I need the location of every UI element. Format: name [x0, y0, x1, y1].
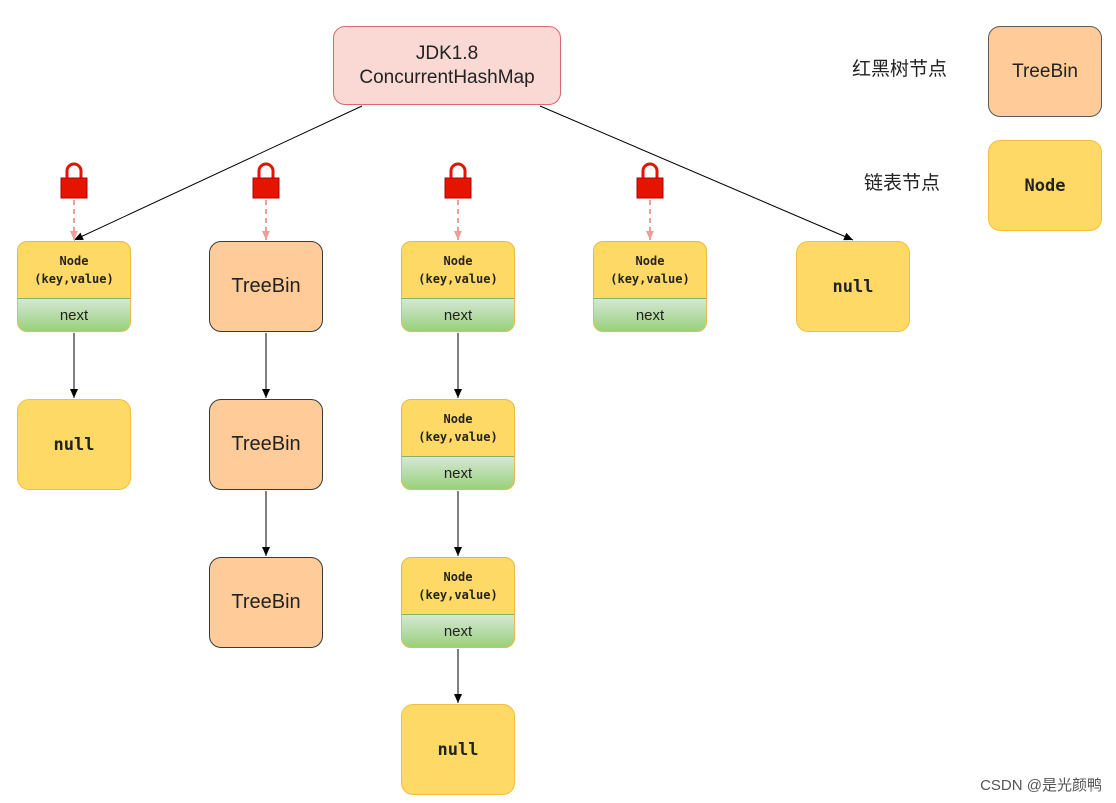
node-fields: (key,value): [34, 272, 114, 286]
edge-root-to-bucket-5: [539, 105, 854, 241]
node-fields: (key,value): [418, 588, 498, 602]
node-title: Node: [443, 570, 473, 584]
node-bucket-3-first: Node (key,value) next: [401, 241, 515, 332]
null-bucket-5: null: [796, 241, 910, 332]
node-fields: (key,value): [610, 272, 690, 286]
treebin-bucket-2-tail: TreeBin: [209, 557, 323, 648]
legend-node-label: 链表节点: [864, 173, 941, 194]
node-title: Node: [635, 254, 665, 268]
legend-node-box: Node: [988, 140, 1102, 231]
node-next-pointer: next: [594, 298, 706, 331]
node-header: Node (key,value): [402, 558, 514, 614]
node-header: Node (key,value): [402, 400, 514, 456]
root-title-line-1: JDK1.8: [415, 42, 479, 64]
null-bucket-1: null: [17, 399, 131, 490]
treebin-bucket-2-middle: TreeBin: [209, 399, 323, 490]
node-title: Node: [443, 254, 473, 268]
node-title: Node: [443, 412, 473, 426]
node-next-pointer: next: [402, 456, 514, 489]
legend-treebin-box: TreeBin: [988, 26, 1102, 117]
null-bucket-3: null: [401, 704, 515, 795]
node-next-pointer: next: [18, 298, 130, 331]
lock-icon: [60, 162, 88, 199]
lock-icon: [636, 162, 664, 199]
node-next-pointer: next: [402, 298, 514, 331]
node-header: Node (key,value): [402, 242, 514, 298]
watermark: CSDN @是光颜鸭: [980, 777, 1102, 794]
node-header: Node (key,value): [18, 242, 130, 298]
node-bucket-3-second: Node (key,value) next: [401, 399, 515, 490]
node-next-pointer: next: [402, 614, 514, 647]
root-concurrenthashmap: JDK1.8 ConcurrentHashMap: [333, 26, 561, 105]
node-bucket-3-third: Node (key,value) next: [401, 557, 515, 648]
lock-icon: [252, 162, 280, 199]
treebin-bucket-2-head: TreeBin: [209, 241, 323, 332]
node-fields: (key,value): [418, 430, 498, 444]
node-title: Node: [59, 254, 89, 268]
legend-treebin-label: 红黑树节点: [852, 59, 948, 80]
node-fields: (key,value): [418, 272, 498, 286]
node-bucket-1: Node (key,value) next: [17, 241, 131, 332]
node-bucket-4: Node (key,value) next: [593, 241, 707, 332]
node-header: Node (key,value): [594, 242, 706, 298]
lock-icon: [444, 162, 472, 199]
edge-root-to-bucket-1: [73, 105, 363, 241]
root-title-line-2: ConcurrentHashMap: [359, 66, 535, 88]
